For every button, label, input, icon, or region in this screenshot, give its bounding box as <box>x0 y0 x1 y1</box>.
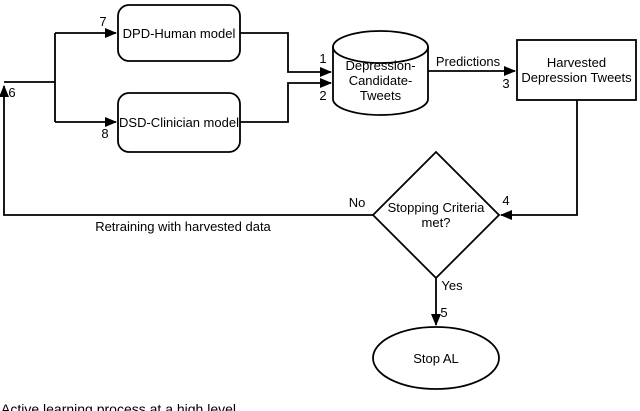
candidate-tweets-label: Depression- Candidate- Tweets <box>345 57 416 103</box>
predictions-edge-label: Predictions <box>435 54 501 69</box>
stop-al-label: Stop AL <box>413 350 459 366</box>
dsd-clinician-model-label: DSD-Clinician model <box>119 115 239 130</box>
candidate-tweets-cylinder <box>332 30 429 116</box>
no-edge-label: No <box>348 194 366 210</box>
edge-dsd-to-cylinder <box>240 78 332 123</box>
retraining-edge-label: Retraining with harvested data <box>95 219 271 234</box>
stopping-criteria-diamond <box>371 150 501 280</box>
step-2-label: 2 <box>319 87 327 103</box>
edge-no-retraining-feedback <box>0 85 373 216</box>
figure-caption: Active learning process at a high level <box>1 401 237 411</box>
step-4-label: 4 <box>502 192 510 208</box>
harvested-tweets-node <box>516 39 637 101</box>
stop-al-ellipse <box>372 326 500 390</box>
step-6-label: 6 <box>8 84 16 100</box>
dpd-human-model-label: DPD-Human model <box>122 25 236 41</box>
dpd-human-model-node <box>117 4 241 62</box>
edge-harvested-to-decision <box>500 100 578 220</box>
edge-dpd-to-cylinder <box>240 32 332 77</box>
harvested-tweets-label: Harvested Depression Tweets <box>521 55 632 85</box>
yes-edge-label: Yes <box>441 277 463 293</box>
dsd-clinician-model-node <box>117 92 241 153</box>
cylinder-top-rim <box>332 46 429 64</box>
step-7-label: 7 <box>99 13 107 29</box>
step-3-label: 3 <box>502 75 510 91</box>
stopping-criteria-label: Stopping Criteria met? <box>387 200 485 230</box>
step-5-label: 5 <box>440 304 448 320</box>
step-8-label: 8 <box>101 125 109 141</box>
step-1-label: 1 <box>319 50 327 66</box>
